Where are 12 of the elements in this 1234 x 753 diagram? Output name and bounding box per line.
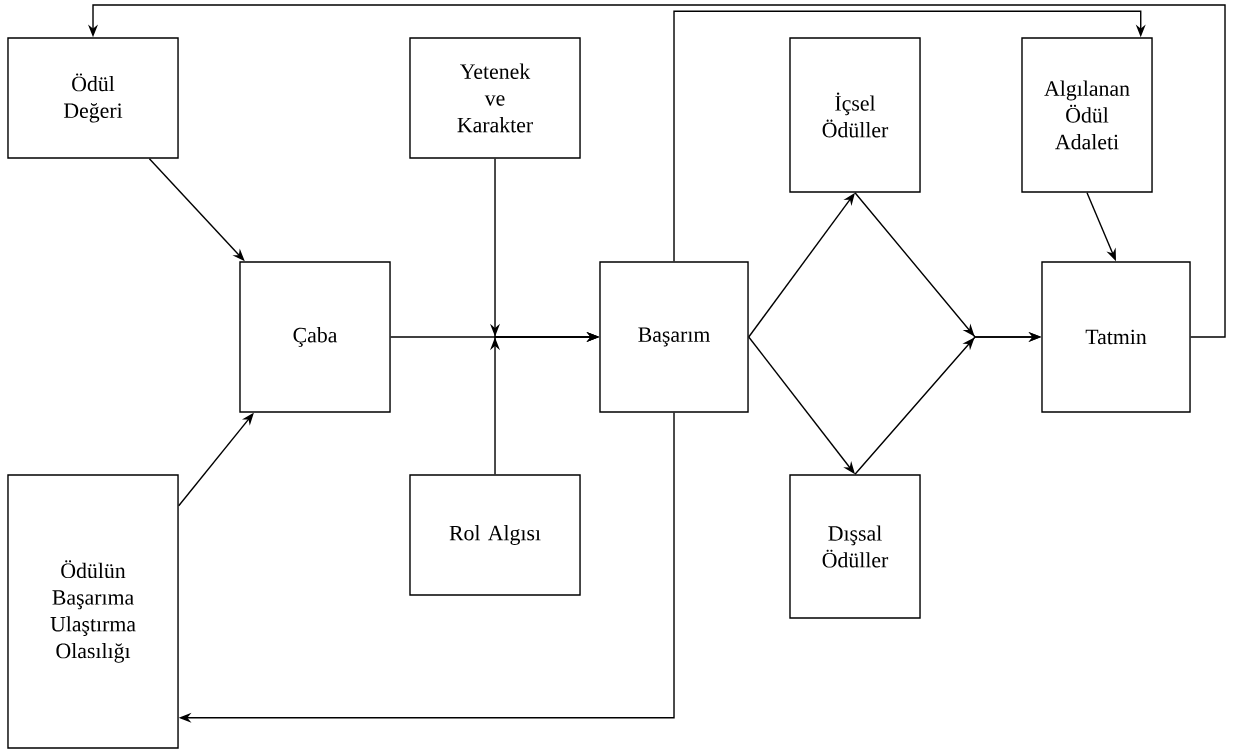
process-box: Dışsal Ödüller	[789, 474, 921, 619]
process-box: Rol Algısı	[409, 474, 581, 596]
arrow	[673, 10, 1146, 262]
arrow	[88, 4, 1226, 338]
process-box: Çaba	[239, 261, 391, 413]
process-box: Ödülün Başarıma Ulaştırma Olasılığı	[7, 474, 179, 749]
process-box: Başarım	[599, 261, 749, 413]
process-box: İçsel Ödüller	[789, 37, 921, 193]
process-box: Yetenek ve Karakter	[409, 37, 581, 159]
process-box: Tatmin	[1041, 261, 1191, 413]
process-box: Ödül Değeri	[7, 37, 179, 159]
process-box: Algılanan Ödül Adaleti	[1021, 37, 1153, 193]
